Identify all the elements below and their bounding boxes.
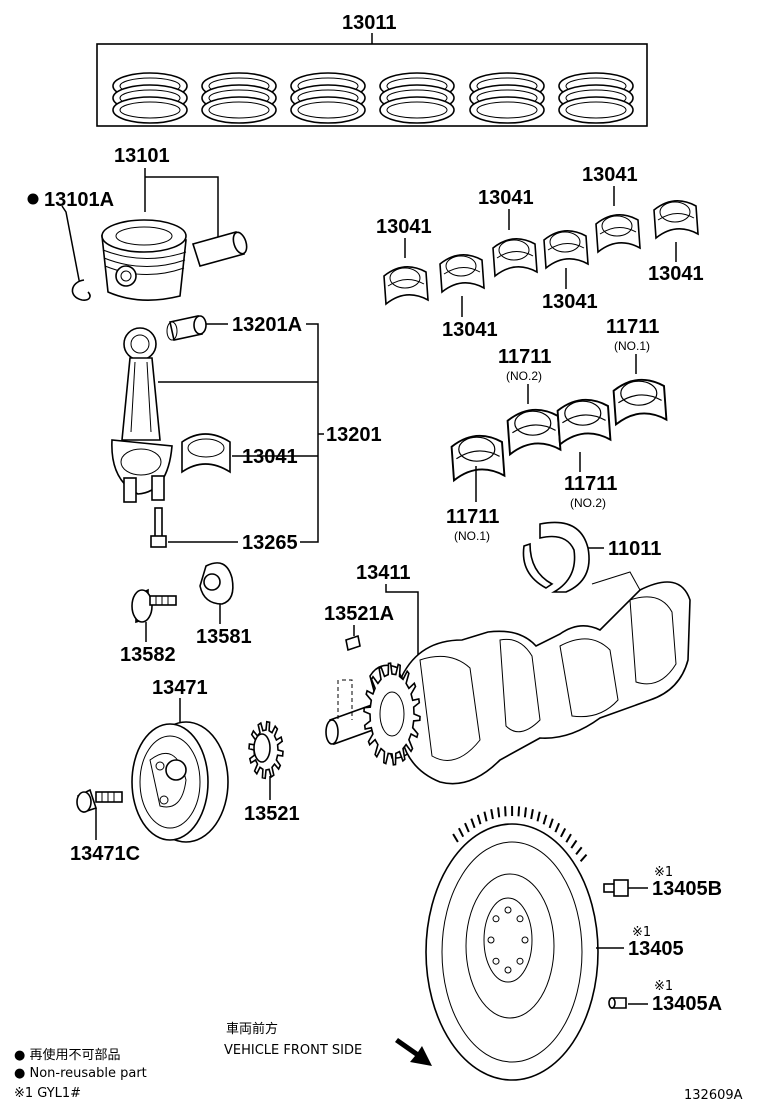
label-13411: 13411 — [356, 562, 411, 584]
flywheel-group: ※1 13405B ※1 13405 ※1 13405A — [425, 806, 722, 1081]
piston-ring-2 — [201, 72, 277, 124]
label-13101: 13101 — [114, 145, 170, 167]
flywheel-bolt-hole — [516, 957, 524, 965]
label-13041-b: 13041 — [478, 187, 534, 209]
piston-assembly: 13101 13101A — [27, 145, 248, 301]
crank-bearings: 13041 13041 13041 13041 13041 13041 — [376, 164, 704, 483]
mark-13405A: ※1 — [654, 979, 673, 994]
legend-line-1: ● 再使用不可部品 — [14, 1047, 120, 1063]
label-13405: 13405 — [628, 938, 684, 960]
crankshaft-group: 13411 13521A — [324, 562, 691, 785]
label-11011: 11011 — [608, 538, 661, 560]
direction-english: VEHICLE FRONT SIDE — [224, 1043, 362, 1058]
label-13471C: 13471C — [70, 843, 140, 865]
flywheel-bolt-hole — [492, 957, 500, 965]
label-13011: 13011 — [342, 12, 397, 34]
crank-key — [345, 634, 361, 652]
mark-13405B: ※1 — [654, 865, 673, 880]
bearing-shell-1 — [383, 266, 429, 306]
flywheel-bolt-hole — [504, 906, 512, 914]
label-13405B: 13405B — [652, 878, 722, 900]
label-13521A: 13521A — [324, 603, 394, 625]
piston-ring-4 — [379, 72, 455, 124]
piston-ring-set: 13011 — [96, 12, 648, 127]
rod-bearing — [181, 433, 231, 474]
label-13201: 13201 — [326, 424, 382, 446]
main-bearing-shell-2 — [506, 408, 562, 457]
figure-id: 132609A — [684, 1088, 743, 1103]
mark-13405: ※1 — [632, 925, 651, 940]
pulley-bolt — [76, 788, 123, 814]
label-13521: 13521 — [244, 803, 300, 825]
bolt-13582: 13582 — [120, 588, 177, 666]
label-11711-no2-upper: 11711 — [498, 346, 551, 368]
piston-ring-3 — [290, 72, 366, 124]
legend: ● 再使用不可部品 ● Non-reusable part ※1 GYL1# — [14, 1047, 147, 1101]
flywheel-bolt-hole — [516, 915, 524, 923]
bearing-shell-2 — [439, 254, 485, 294]
label-13041-d: 13041 — [648, 263, 704, 285]
main-bearing-shell-1 — [450, 434, 506, 483]
bearing-shell-6 — [653, 200, 699, 240]
piston — [101, 219, 187, 301]
piston-ring-6 — [558, 72, 634, 124]
connecting-rod-group: 13201A 13201 13041 13265 — [111, 314, 382, 554]
label-13201A: 13201A — [232, 314, 302, 336]
flywheel-bolt-hole — [492, 915, 500, 923]
rod-bushing — [166, 315, 207, 341]
connecting-rod — [111, 327, 173, 503]
direction-japanese: 車両前方 — [226, 1021, 278, 1037]
label-13041-a: 13041 — [376, 216, 432, 238]
label-13582: 13582 — [120, 644, 176, 666]
crank-pulley: 13471 13471C — [70, 677, 229, 865]
label-11711-no1-upper: 11711 — [606, 316, 659, 338]
legend-line-3: ※1 GYL1# — [14, 1086, 81, 1101]
vehicle-front-indicator: 車両前方 VEHICLE FRONT SIDE — [224, 1021, 432, 1066]
plate-13581: 13581 — [196, 562, 252, 648]
main-bearings: 11711 (NO.1) 11711 (NO.2) 11711 (NO.2) 1… — [446, 316, 659, 543]
thrust-washer: 11011 — [522, 521, 661, 593]
main-bearing-shell-4 — [612, 378, 668, 427]
rod-bolt — [150, 507, 167, 548]
label-13581: 13581 — [196, 626, 252, 648]
label-13101A: 13101A — [44, 189, 114, 211]
flywheel-bolt — [603, 879, 629, 897]
sub-no2-upper: (NO.2) — [506, 369, 542, 383]
non-reusable-dot-icon — [27, 193, 39, 205]
piston-ring-5 — [469, 72, 545, 124]
main-bearing-shell-3 — [556, 398, 612, 447]
bearing-shell-5 — [595, 214, 641, 254]
label-13041-e: 13041 — [542, 291, 598, 313]
sub-no2-lower: (NO.2) — [570, 496, 606, 510]
label-11711-no2-lower: 11711 — [564, 473, 617, 495]
arrow-right-down-icon — [395, 1038, 432, 1066]
label-11711-no1-lower: 11711 — [446, 506, 499, 528]
flywheel-ring-gear — [452, 806, 588, 862]
legend-line-2: ● Non-reusable part — [14, 1066, 147, 1081]
label-13265: 13265 — [242, 532, 298, 554]
flywheel-bolt-hole — [504, 966, 512, 974]
bearing-shell-3 — [492, 238, 538, 278]
flywheel-pin — [608, 997, 627, 1009]
bearing-shell-4 — [543, 230, 589, 270]
flywheel-bolt-hole — [521, 936, 529, 944]
sub-no1-lower: (NO.1) — [454, 529, 490, 543]
label-13471: 13471 — [152, 677, 208, 699]
small-gear-teeth — [248, 720, 284, 780]
label-13041-f: 13041 — [442, 319, 498, 341]
flywheel-bolt-hole — [487, 936, 495, 944]
crank-sprocket — [363, 662, 421, 766]
label-13405A: 13405A — [652, 993, 722, 1015]
piston-pin — [191, 231, 248, 267]
label-13041-rod: 13041 — [242, 446, 298, 468]
timing-gear: 13521 — [244, 720, 300, 825]
crank-sprocket-teeth — [363, 662, 421, 766]
sub-no1-upper: (NO.1) — [614, 339, 650, 353]
piston-ring-1 — [112, 72, 188, 124]
label-13041-c: 13041 — [582, 164, 638, 186]
